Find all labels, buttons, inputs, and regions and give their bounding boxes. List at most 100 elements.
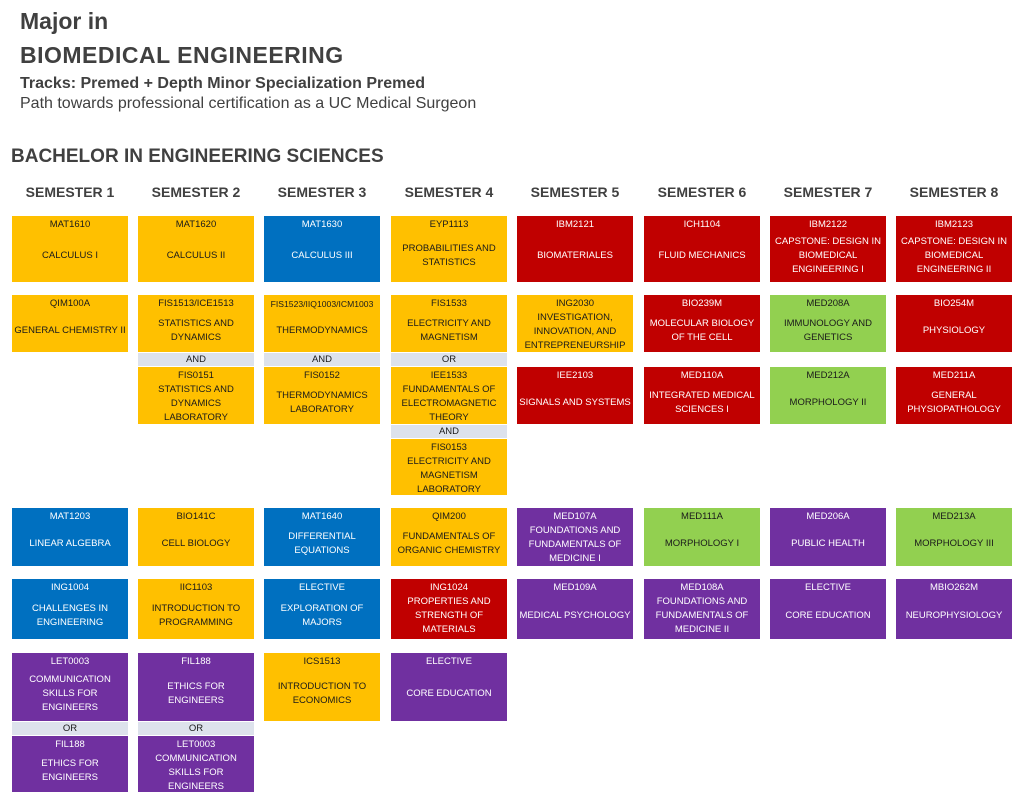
course-code: LET0003 [176, 739, 216, 750]
course-code: FIS1513/ICE1513 [158, 298, 234, 309]
course-name: CALCULUS I [42, 250, 98, 261]
course-code: BIO254M [933, 298, 975, 309]
course-name: STATISTICS AND DYNAMICS [158, 317, 234, 343]
course-name: INTEGRATED MEDICAL SCIENCES I [649, 389, 755, 415]
semester-header-2: SEMESTER 2 [151, 184, 241, 200]
course-code: FIS0151 [178, 370, 214, 381]
course-name: CAPSTONE: DESIGN IN BIOMEDICAL ENGINEERI… [775, 236, 881, 275]
course-name: FUNDAMENTALS OF ORGANIC CHEMISTRY [397, 531, 501, 556]
course-name: MORPHOLOGY III [914, 538, 994, 549]
course-name: BIOMATERIALES [537, 250, 613, 261]
semester-header-3: SEMESTER 3 [277, 184, 367, 200]
course-code: MED110A [680, 370, 724, 381]
course-name: PUBLIC HEALTH [791, 538, 865, 549]
course-code: IIC1103 [179, 582, 213, 593]
course-name: CELL BIOLOGY [161, 538, 231, 549]
course-code: MAT1203 [49, 511, 91, 522]
connector-label: OR [391, 353, 507, 366]
course-box: MBIO262M NEUROPHYSIOLOGY [896, 579, 1012, 639]
course-code: IEE2103 [556, 370, 594, 381]
course-box: MED108A FOUNDATIONS AND FUNDAMENTALS OF M… [644, 579, 760, 639]
course-name: FOUNDATIONS AND FUNDAMENTALS OF MEDICINE… [528, 525, 622, 564]
course-name: INVESTIGATION, INNOVATION, AND ENTREPREN… [524, 312, 626, 351]
course-name: PROBABILITIES AND STATISTICS [402, 243, 496, 268]
course-code: FIS1533 [431, 298, 467, 309]
course-name: LINEAR ALGEBRA [29, 538, 111, 549]
course-code: MED212A [806, 370, 850, 381]
course-code: MAT1610 [49, 219, 91, 230]
course-name: NEUROPHYSIOLOGY [905, 610, 1003, 621]
course-name: INTRODUCTION TO PROGRAMMING [151, 603, 241, 628]
course-code: ICS1513 [303, 656, 341, 667]
course-name: COMMUNICATION SKILLS FOR ENGINEERS [155, 753, 237, 792]
course-code: MED208A [806, 298, 850, 309]
course-code: BIO141C [176, 511, 216, 522]
course-name: ELECTRICITY AND MAGNETISM LABORATORY [407, 456, 491, 495]
course-name: INTRODUCTION TO ECONOMICS [277, 681, 367, 706]
course-name: CORE EDUCATION [406, 688, 492, 699]
course-code: FIS1523/IIQ1003/ICM1003 [270, 299, 374, 309]
course-name: CAPSTONE: DESIGN IN BIOMEDICAL ENGINEERI… [901, 236, 1007, 275]
course-code: MBIO262M [929, 582, 979, 593]
course-code: IBM2123 [934, 219, 974, 230]
course-code: FIL188 [55, 739, 85, 750]
course-code: MED108A [680, 582, 724, 593]
connector-label: AND [391, 425, 507, 438]
course-name: THERMODYNAMICS [276, 324, 368, 336]
connector-label: OR [12, 722, 128, 735]
course-name: STATISTICS AND DYNAMICS LABORATORY [158, 384, 234, 423]
course-code: IBM2122 [808, 219, 848, 230]
course-code: MAT1620 [175, 219, 217, 230]
course-name: FOUNDATIONS AND FUNDAMENTALS OF MEDICINE… [655, 596, 749, 635]
course-code: ELECTIVE [805, 582, 851, 593]
course-name: ELECTRICITY AND MAGNETISM [407, 317, 491, 343]
course-code: FIS0152 [304, 370, 340, 381]
path-text: Path towards professional certification … [20, 95, 477, 112]
semester-header-6: SEMESTER 6 [657, 184, 747, 200]
course-code: EYP1113 [429, 219, 469, 230]
course-code: QIM200 [432, 511, 466, 522]
course-code: MED107A [553, 511, 597, 522]
course-code: ING1004 [50, 582, 90, 593]
course-name: ETHICS FOR ENGINEERS [41, 758, 99, 783]
tracks-text: Tracks: Premed + Depth Minor Specializat… [20, 75, 426, 92]
course-code: ING1024 [429, 582, 469, 593]
course-box: MED107A FOUNDATIONS AND FUNDAMENTALS OF M… [517, 508, 633, 566]
course-name: MOLECULAR BIOLOGY OF THE CELL [649, 317, 755, 343]
course-code: MED111A [681, 511, 723, 522]
semester-header-1: SEMESTER 1 [25, 184, 115, 200]
semester-header-8: SEMESTER 8 [909, 184, 999, 200]
course-name: FLUID MECHANICS [658, 250, 746, 261]
course-name: GENERAL PHYSIOPATHOLOGY [907, 389, 1001, 415]
header-line1: Major in [20, 8, 109, 34]
